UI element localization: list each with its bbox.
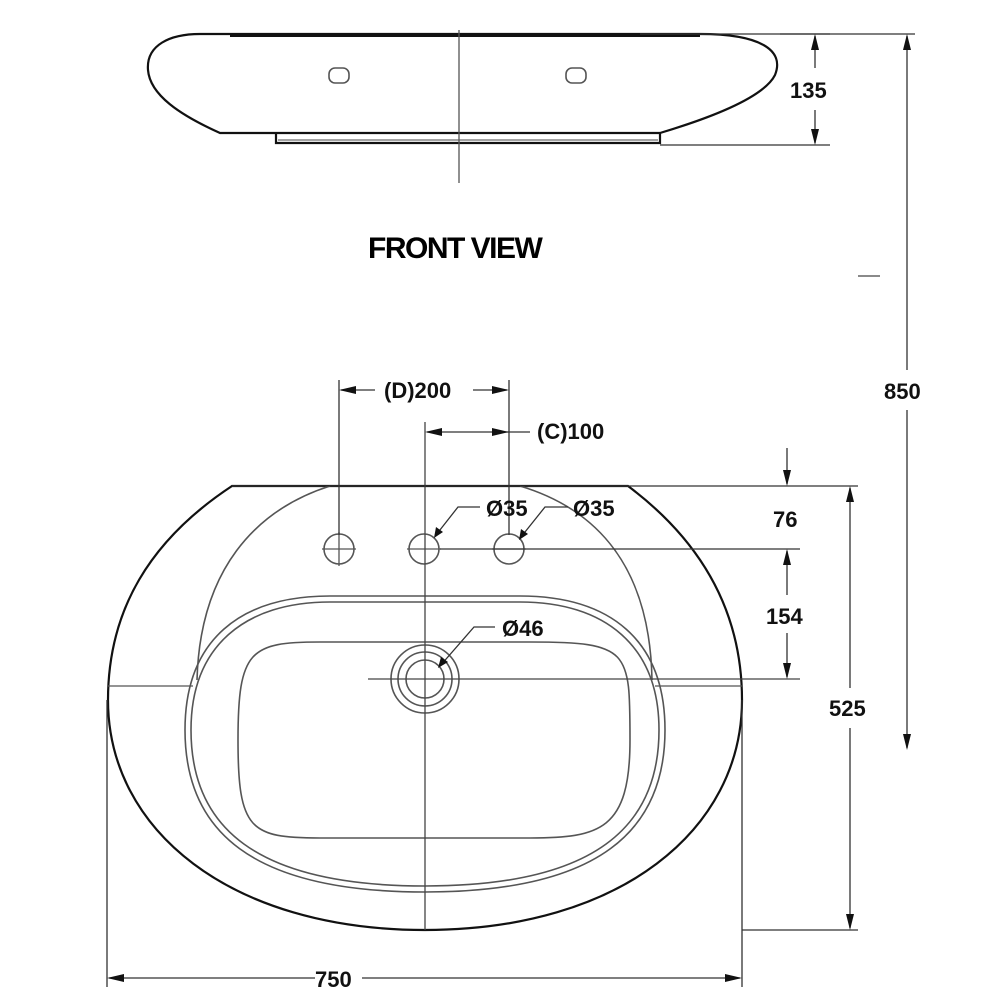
depth-dimension: 525: [742, 486, 866, 931]
edge-to-holes-dimension: 76: [773, 448, 797, 532]
right-overflow-slot: [565, 67, 587, 84]
holes-to-drain-dimension: 154: [766, 549, 803, 679]
hole-spacing-d-dimension: (D)200: [338, 378, 510, 535]
tap-hole-center: [407, 533, 441, 565]
tap-hole-right-label: Ø35: [573, 496, 615, 521]
drain-leader: Ø46: [438, 616, 544, 668]
overall-height-label: 850: [884, 379, 921, 404]
front-view: [146, 30, 779, 183]
front-view-title: FRONT VIEW: [368, 232, 544, 265]
drain-label: Ø46: [502, 616, 544, 641]
depth-label: 525: [829, 696, 866, 721]
front-height-dimension: 135: [640, 33, 830, 146]
hole-spacing-d-label: (D)200: [384, 378, 451, 403]
edge-to-holes-label: 76: [773, 507, 797, 532]
width-label: 750: [315, 967, 352, 992]
hole-spacing-c-label: (C)100: [537, 419, 604, 444]
hole-spacing-c-dimension: (C)100: [425, 419, 604, 444]
holes-to-drain-label: 154: [766, 604, 803, 629]
tap-hole-left: [322, 532, 356, 566]
left-overflow-slot: [328, 67, 350, 84]
overall-height-dimension: 850: [780, 33, 921, 750]
tap-hole-leaders: Ø35 Ø35: [434, 496, 615, 540]
tap-hole-left-label: Ø35: [486, 496, 528, 521]
top-view: [106, 422, 800, 932]
front-height-label: 135: [790, 78, 827, 103]
width-dimension: 750: [106, 700, 743, 992]
